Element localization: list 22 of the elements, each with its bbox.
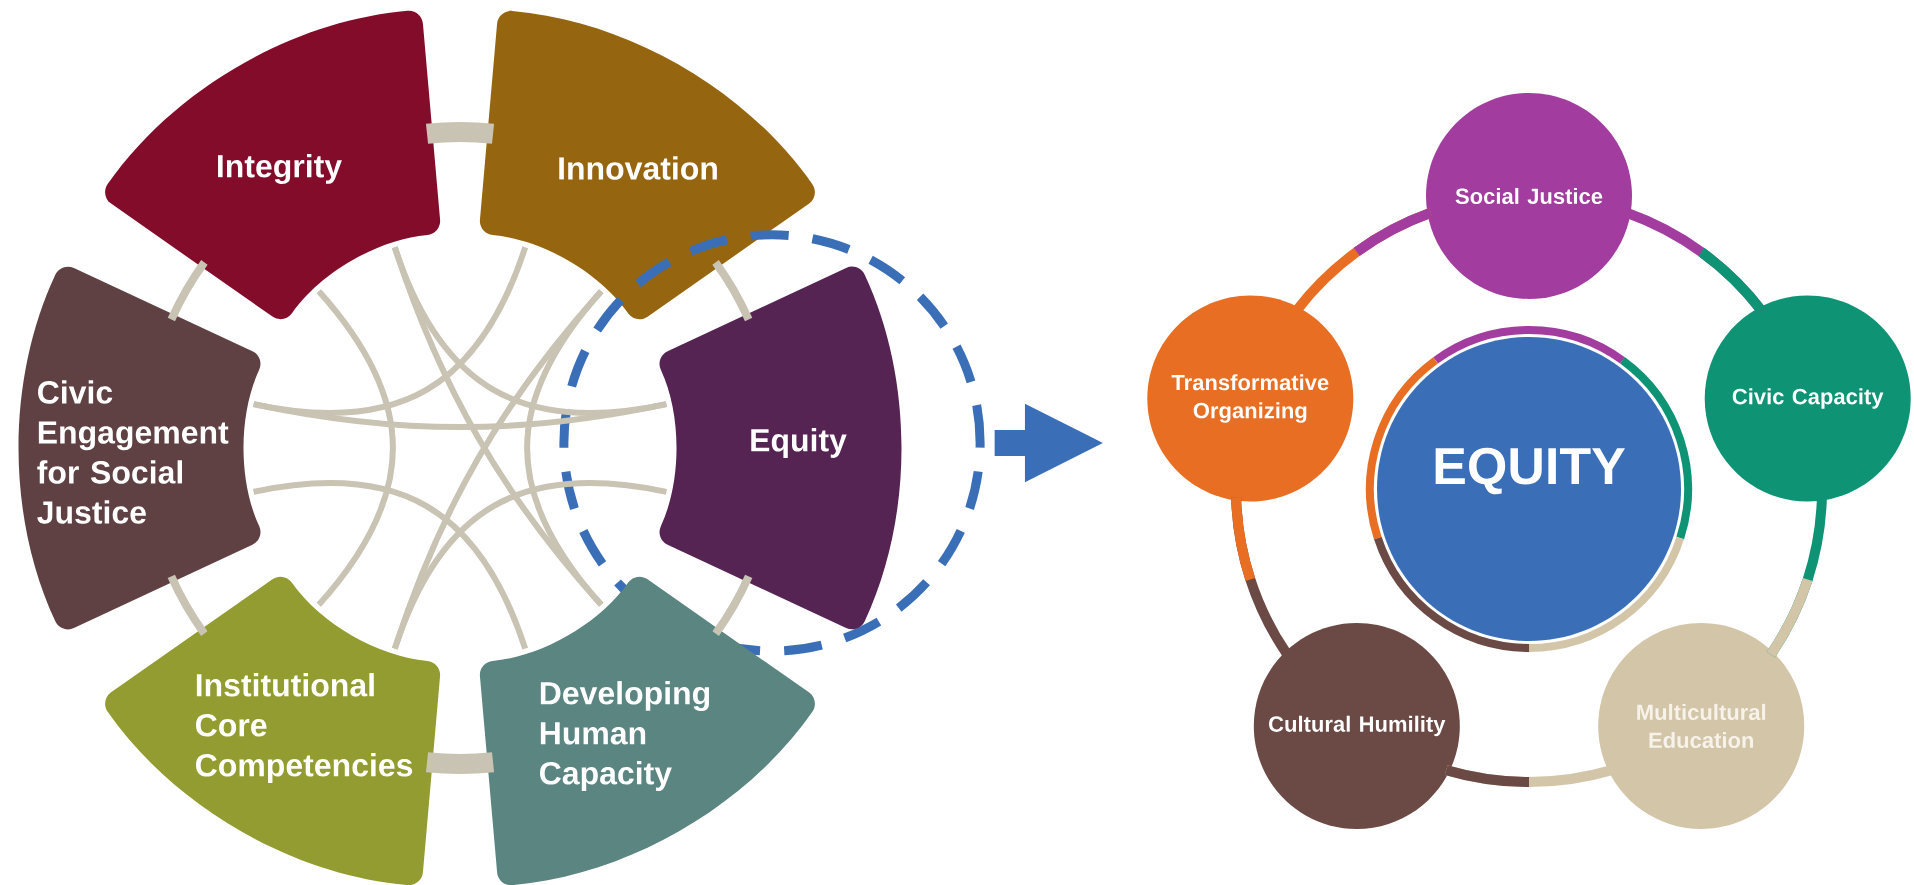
chord-line (316, 289, 396, 607)
ring-segment: Civic Engagement for Social Justice (18, 266, 261, 630)
ring-link (426, 752, 495, 774)
ring-segment: Innovation (479, 10, 815, 320)
ring-link (1293, 208, 1433, 314)
chord-line (253, 480, 529, 650)
chord-line (524, 289, 604, 607)
ring-segment: Developing Human Capacity (479, 576, 815, 885)
ring-segment: Equity (659, 266, 902, 630)
dashed-circle (559, 230, 985, 656)
ring-link (167, 259, 208, 322)
ring-segment: Institutional Core Competencies (105, 576, 441, 885)
ring-link (1766, 497, 1827, 658)
chord-line (253, 401, 667, 431)
ring-link (1444, 765, 1613, 787)
ring-link (712, 574, 753, 636)
ring-link (167, 574, 208, 637)
ring-link (426, 121, 495, 144)
chord-line (392, 480, 667, 650)
ring-link (712, 259, 753, 322)
ring-segment: Integrity (105, 10, 441, 320)
ring-link (1231, 496, 1292, 658)
